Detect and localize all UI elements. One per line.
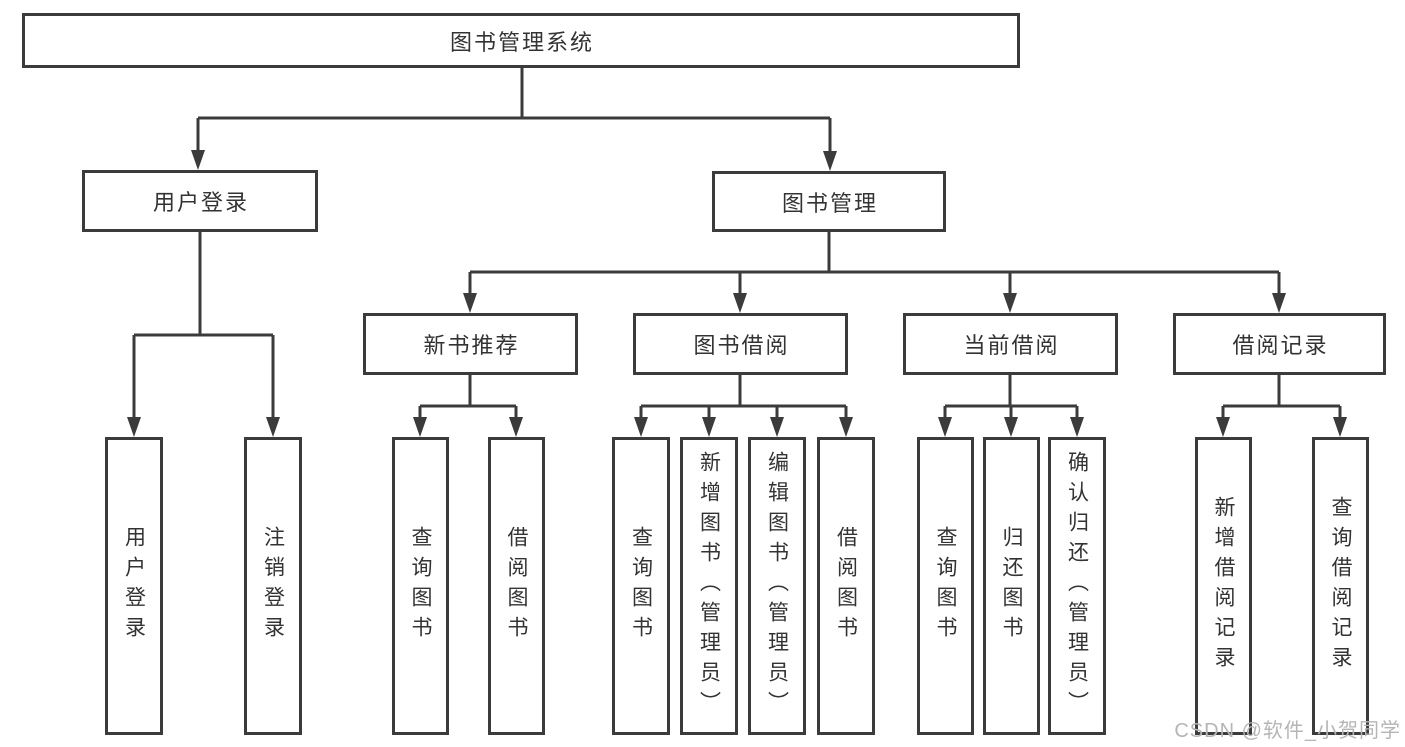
leaf-return-book-label: 归还图书 [1000,526,1023,646]
leaf-confirm-return-admin-label: 确认归还（管理员） [1065,451,1089,721]
node-new-book-recommend-label: 新书推荐 [423,333,520,358]
leaf-query-books-3-label: 查询图书 [934,526,957,646]
leaf-query-books-2-label: 查询图书 [629,526,653,646]
node-user-login-label: 用户登录 [152,190,249,215]
node-borrow-records-label: 借阅记录 [1232,333,1329,358]
root-node: 图书管理系统 [22,13,1020,68]
node-user-login: 用户登录 [82,170,318,232]
node-borrow-records: 借阅记录 [1173,313,1386,375]
leaf-query-borrow-record-label: 查询借阅记录 [1329,496,1352,676]
node-current-borrow: 当前借阅 [903,313,1118,375]
leaf-add-book-admin: 新增图书（管理员） [680,437,738,735]
root-node-label: 图书管理系统 [449,29,594,55]
leaf-edit-book-admin: 编辑图书（管理员） [748,437,806,735]
leaf-edit-book-admin-label: 编辑图书（管理员） [765,451,789,721]
leaf-user-login-label: 用户登录 [122,526,146,646]
leaf-borrow-books-1: 借阅图书 [488,437,545,735]
leaf-add-book-admin-label: 新增图书（管理员） [697,451,721,721]
watermark: CSDN @软件_小贺同学 [1174,720,1401,742]
node-current-borrow-label: 当前借阅 [963,333,1060,358]
node-book-management-label: 图书管理 [781,190,878,216]
leaf-confirm-return-admin: 确认归还（管理员） [1048,437,1106,735]
leaf-add-borrow-record-label: 新增借阅记录 [1212,496,1235,676]
node-book-borrow: 图书借阅 [633,313,848,375]
leaf-query-books-1-label: 查询图书 [409,526,432,646]
node-new-book-recommend: 新书推荐 [363,313,578,375]
leaf-query-books-3: 查询图书 [917,437,974,735]
leaf-borrow-books-2: 借阅图书 [817,437,875,735]
node-book-management: 图书管理 [712,171,946,232]
leaf-query-borrow-record: 查询借阅记录 [1312,437,1369,735]
leaf-add-borrow-record: 新增借阅记录 [1195,437,1252,735]
leaf-query-books-2: 查询图书 [612,437,670,735]
node-book-borrow-label: 图书借阅 [693,333,790,358]
leaf-return-book: 归还图书 [983,437,1040,735]
leaf-logout-label: 注销登录 [261,526,285,646]
leaf-user-login: 用户登录 [105,437,163,735]
leaf-borrow-books-2-label: 借阅图书 [834,526,858,646]
leaf-query-books-1: 查询图书 [392,437,449,735]
leaf-logout: 注销登录 [244,437,302,735]
leaf-borrow-books-1-label: 借阅图书 [505,526,528,646]
